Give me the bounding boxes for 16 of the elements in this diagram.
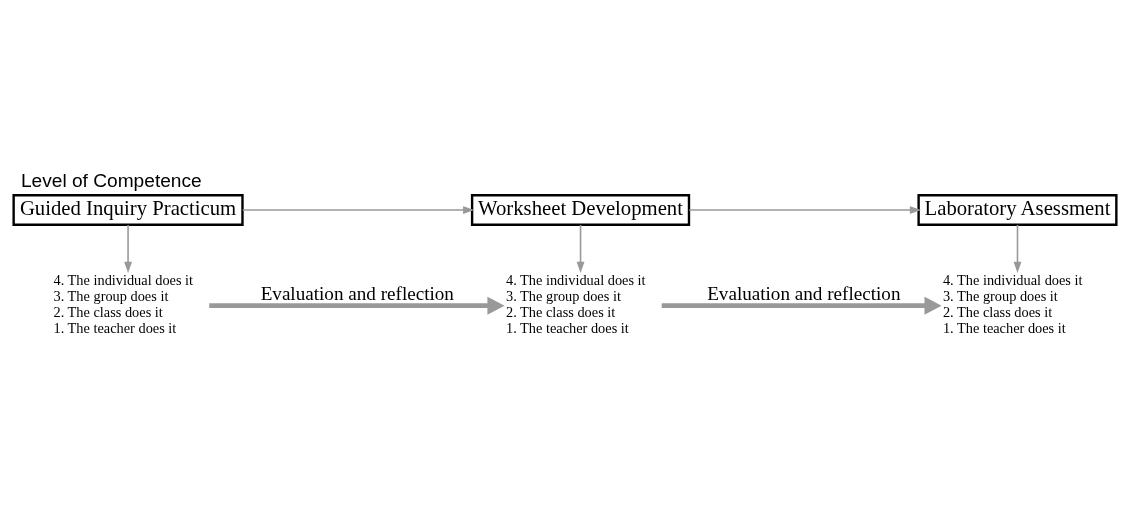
node-text: 4. The individual does it 3. The group does it 2. The class does it 1. The teacher does it [53,271,194,336]
edge-label: Evaluation and reflection [260,282,454,304]
arrow [209,296,505,315]
edge-label: Evaluation and reflection [707,282,901,304]
arrow [1013,223,1022,273]
arrow [661,296,942,315]
arrow [576,223,585,273]
node-box: Guided Inquiry Practicum [12,193,244,226]
arrow [688,205,921,214]
node-text: 4. The individual does it 3. The group does it 2. The class does it 1. The teacher does it [506,271,646,336]
arrow [241,205,475,214]
node-box: Laboratory Asessment [917,193,1118,226]
node-box: Worksheet Development [470,193,691,226]
diagram-title: Level of Competence [20,169,202,191]
arrow [124,223,132,273]
node-text: 4. The individual does it 3. The group does it 2. The class does it 1. The teacher does it [942,271,1083,336]
